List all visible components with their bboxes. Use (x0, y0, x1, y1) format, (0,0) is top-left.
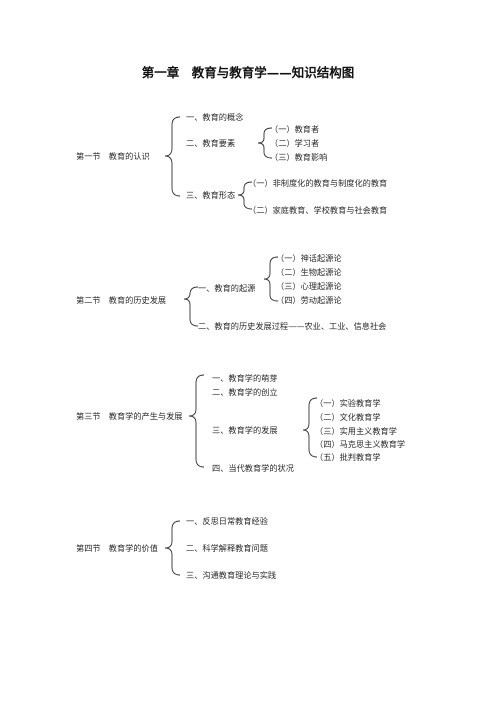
section-3-label: 第三节 教育学的产生与发展 (76, 411, 183, 421)
s3-item-3-child-5: （五）批判教育学 (315, 452, 381, 462)
s2-item-1-child-2: （二）生物起源论 (276, 267, 342, 277)
s3-item-1: 一、教育学的萌芽 (212, 373, 278, 383)
s1-item-3-child-1: （一）非制度化的教育与制度化的教育 (248, 178, 388, 188)
s3-item-2: 二、教育学的创立 (212, 387, 278, 397)
section-4-label: 第四节 教育学的价值 (76, 543, 158, 553)
s3-item-3-child-4: （四）马克思主义教育学 (315, 439, 406, 449)
s4-item-1: 一、反思日常教育经验 (186, 516, 268, 526)
s2-item-1: 一、教育的起源 (198, 283, 256, 293)
s3-item-4: 四、当代教育学的状况 (212, 463, 294, 473)
brace-section-3 (188, 374, 205, 468)
s2-item-1-child-4: （四）劳动起源论 (276, 295, 342, 305)
s1-item-2-child-3: （三）教育影响 (270, 152, 328, 162)
s1-item-3-child-2: （二）家庭教育、学校教育与社会教育 (248, 205, 388, 215)
s1-item-2-child-1: （一）教育者 (270, 124, 320, 134)
s3-item-3-child-3: （三）实用主义教育学 (315, 426, 397, 436)
s1-item-3: 三、教育形态 (186, 190, 236, 200)
section-2-label: 第二节 教育的历史发展 (76, 295, 167, 305)
s4-item-2: 二、科学解释教育问题 (186, 543, 268, 553)
s3-item-3-child-2: （二）文化教育学 (315, 412, 381, 422)
s2-item-1-child-1: （一）神话起源论 (276, 253, 342, 263)
brace-section-4 (164, 520, 181, 576)
s3-item-3: 三、教育学的发展 (212, 425, 278, 435)
section-1-label: 第一节 教育的认识 (76, 151, 150, 161)
s1-item-2: 二、教育要素 (186, 138, 236, 148)
brace-section-1 (164, 116, 181, 197)
s1-item-1: 一、教育的概念 (186, 112, 244, 122)
s4-item-3: 三、沟通教育理论与实践 (186, 570, 277, 580)
s1-item-2-child-2: （二）学习者 (270, 138, 320, 148)
brace-section-2 (183, 286, 199, 327)
s3-item-3-child-1: （一）实验教育学 (315, 398, 381, 408)
chapter-title: 第一章 教育与教育学——知识结构图 (141, 65, 355, 80)
s2-item-2: 二、教育的历史发展过程——农业、工业、信息社会 (198, 321, 387, 331)
s2-item-1-child-3: （三）心理起源论 (276, 281, 342, 291)
